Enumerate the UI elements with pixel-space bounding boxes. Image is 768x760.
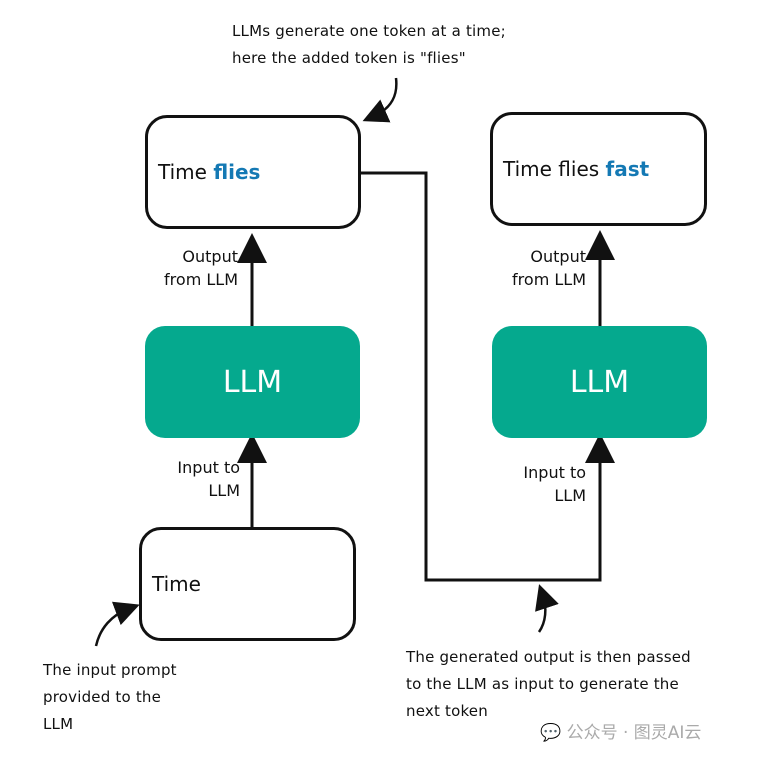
note-right: The generated output is then passed to t… [406,644,691,725]
note-line: to the LLM as input to generate the [406,675,679,693]
annotation-arrow-left [94,601,140,647]
label-line: from LLM [164,270,238,289]
input-label-2: Input to LLM [523,461,586,507]
new-token: fast [605,157,650,181]
note-top: LLMs generate one token at a time; here … [232,18,506,72]
label-line: LLM [554,486,586,505]
wechat-icon: 💬 [540,723,562,743]
output-text: Time flies [503,157,600,181]
annotation-arrow-top [362,77,398,123]
note-line: next token [406,702,488,720]
output-text: Time [158,160,207,184]
new-token: flies [213,160,261,184]
note-line: provided to the [43,688,162,706]
input-box: Time [139,527,356,641]
input-label-1: Input to LLM [177,456,240,502]
label-line: from LLM [512,270,586,289]
llm-label: LLM [222,364,283,400]
note-line: LLMs generate one token at a time; [232,22,506,40]
note-line: The input prompt [43,661,177,679]
watermark: 💬 公众号 · 图灵AI云 [540,718,701,743]
annotation-arrow-right [535,584,559,633]
llm-block-1: LLM [145,326,360,438]
label-line: Input to [177,458,240,477]
label-line: LLM [208,481,240,500]
feedback-connector [360,171,615,582]
note-line: here the added token is "flies" [232,49,466,67]
note-line: The generated output is then passed [406,648,691,666]
output-box-2: Time flies fast [490,112,707,226]
label-line: Input to [523,463,586,482]
output-label-2: Output from LLM [512,245,586,291]
output-label-1: Output from LLM [164,245,238,291]
input-text: Time [152,572,201,596]
output-box-1: Time flies [145,115,361,229]
llm-label: LLM [569,364,630,400]
note-line: LLM [43,715,74,733]
llm-block-2: LLM [492,326,707,438]
note-left: The input prompt provided to the LLM [43,657,177,738]
label-line: Output [182,247,238,266]
label-line: Output [530,247,586,266]
watermark-text: 公众号 · 图灵AI云 [566,723,702,743]
